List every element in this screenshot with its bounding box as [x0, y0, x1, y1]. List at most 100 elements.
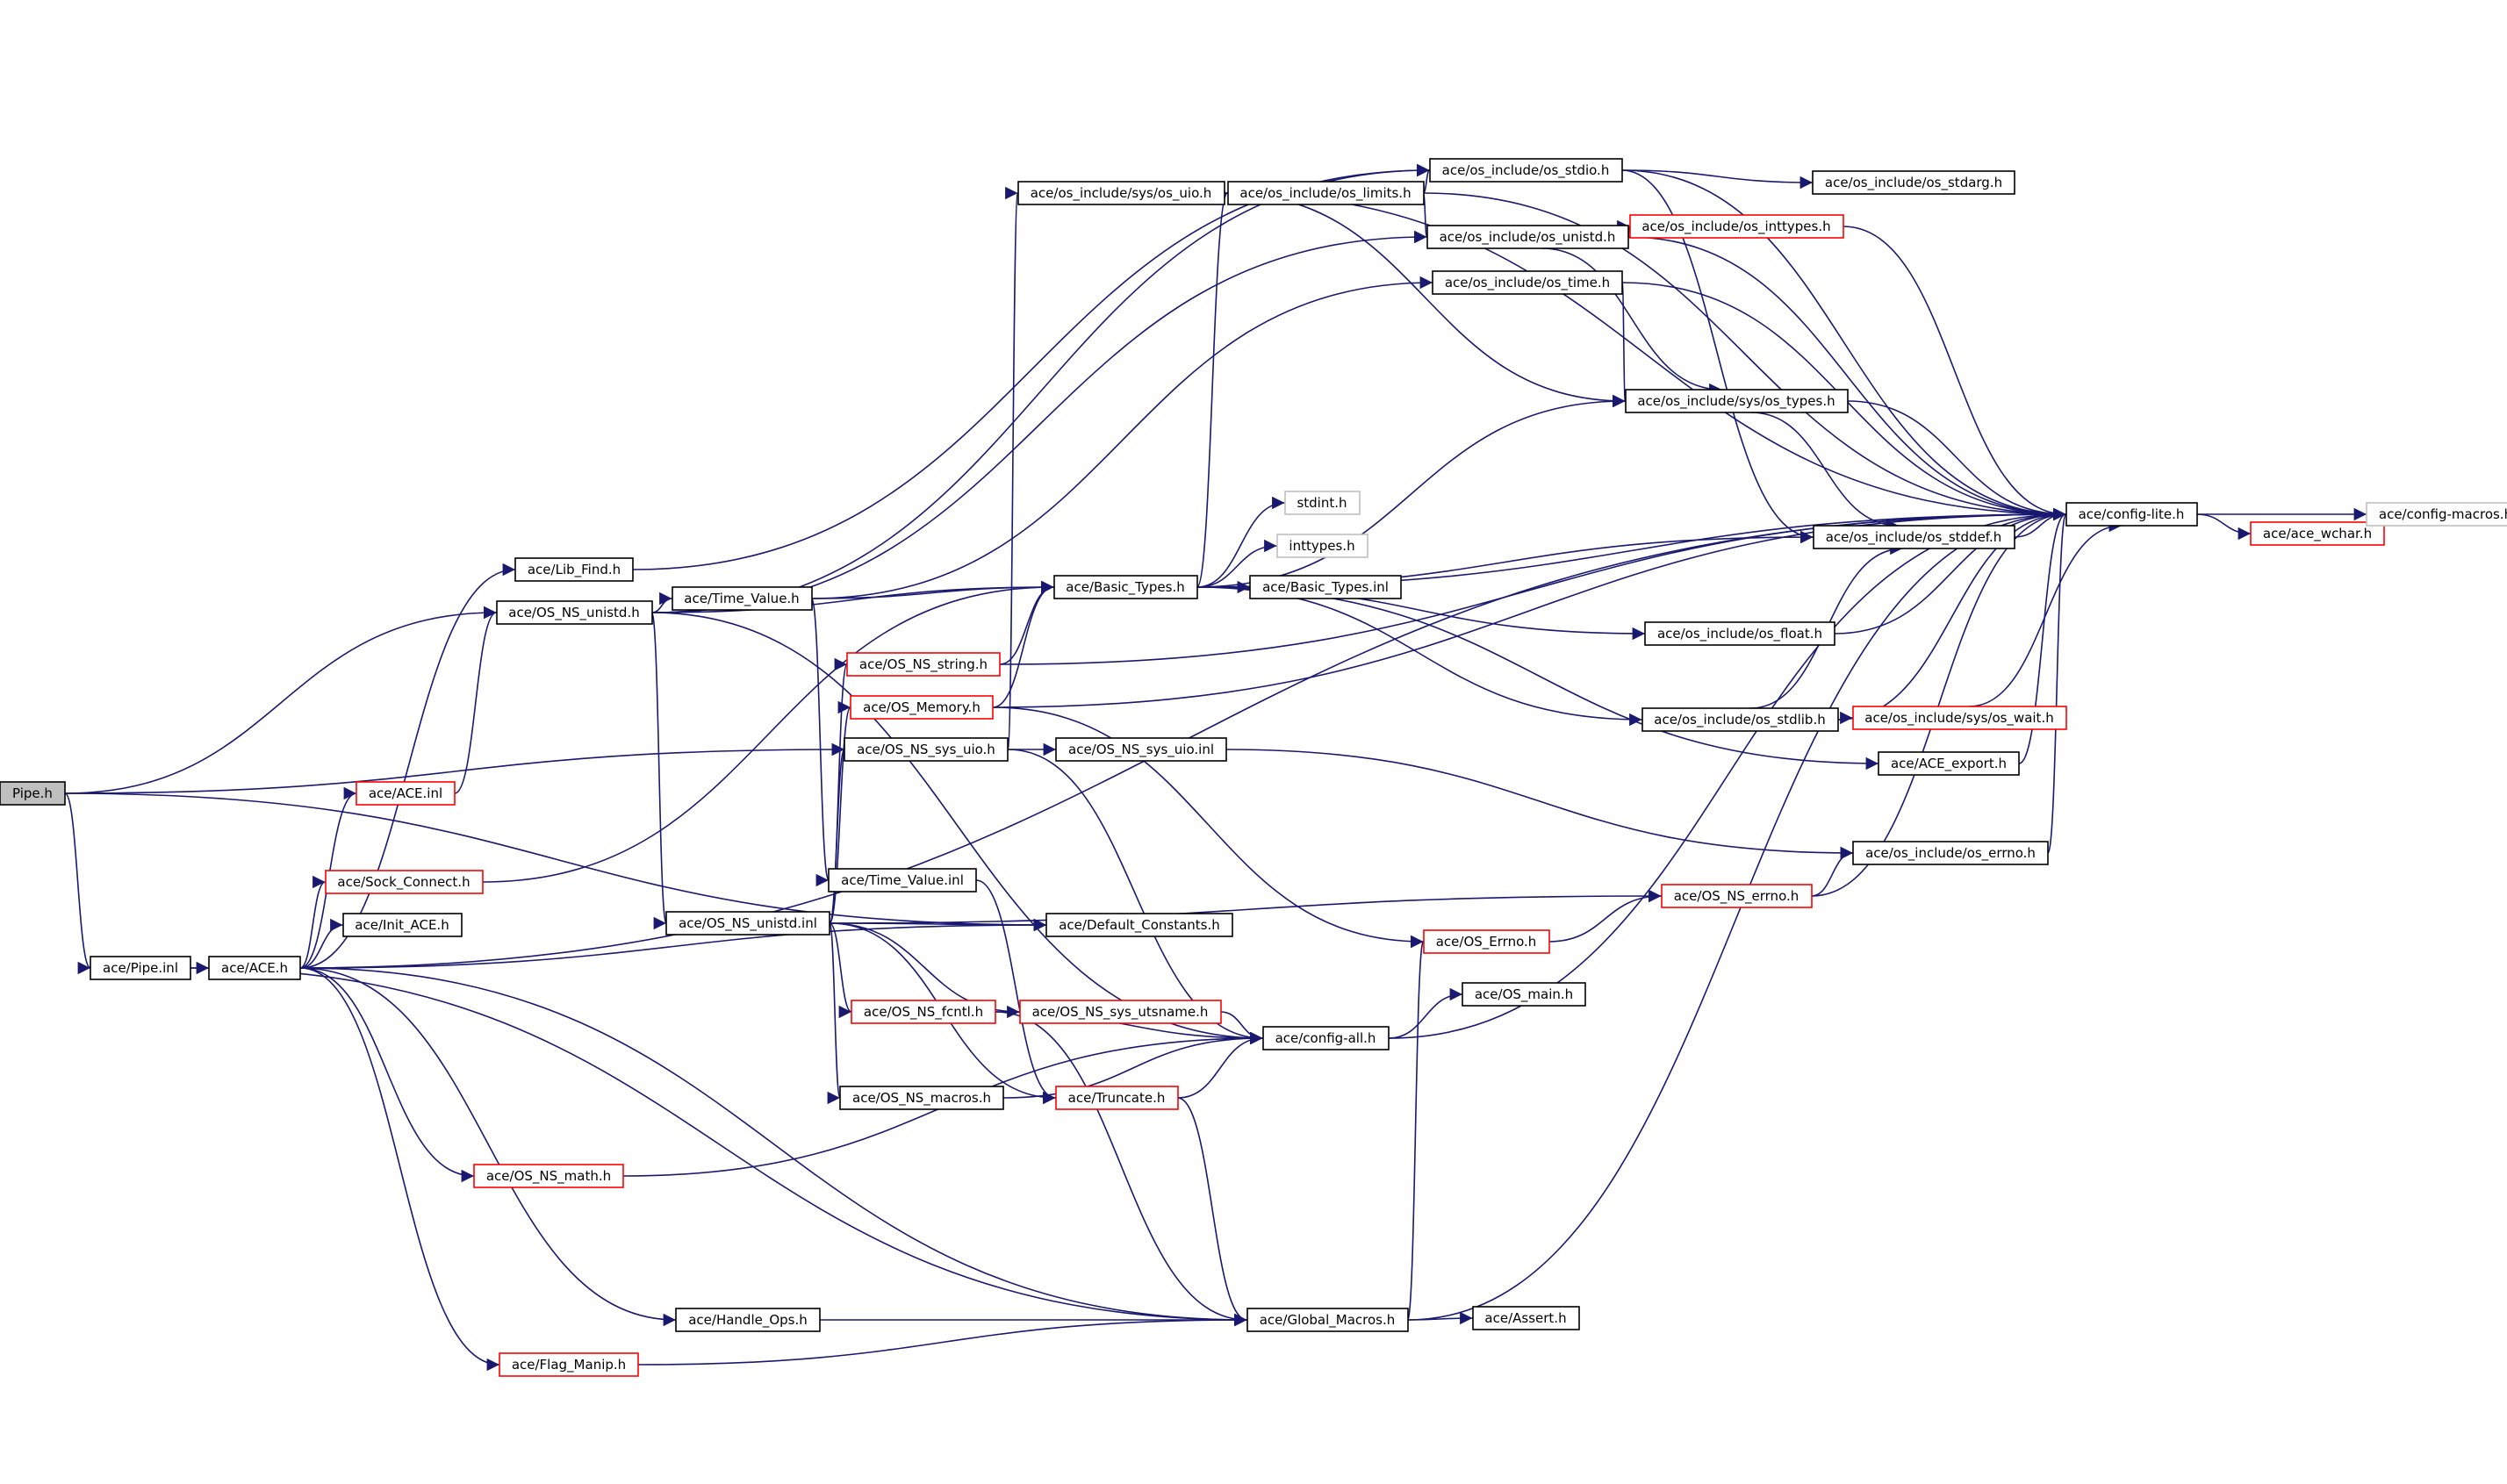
edge-ace-h-to-sock-connect — [299, 875, 326, 969]
graph-node-time-value-h[interactable]: ace/Time_Value.h — [672, 586, 813, 611]
node-box — [2250, 521, 2385, 546]
graph-node-os-stdarg[interactable]: ace/os_include/os_stdarg.h — [1812, 170, 2015, 195]
graph-node-os-unistd[interactable]: ace/os_include/os_unistd.h — [1426, 225, 1629, 249]
edge-config-all-to-os-main — [1388, 987, 1463, 1039]
graph-node-sock-connect[interactable]: ace/Sock_Connect.h — [325, 870, 484, 894]
graph-node-os-sys-uio[interactable]: ace/os_include/sys/os_uio.h — [1017, 181, 1225, 205]
edge-os-ns-unistd-inl-to-os-memory — [829, 701, 851, 924]
edge-ace-h-to-global-macros — [299, 967, 1247, 1327]
edge-ace-h-to-os-ns-math — [299, 967, 475, 1183]
graph-node-time-value-inl[interactable]: ace/Time_Value.inl — [828, 868, 977, 893]
node-box — [1462, 982, 1586, 1007]
node-label: ace/os_include/sys/os_wait.h — [1864, 710, 2053, 727]
edge-os-ns-unistd-h-to-os-ns-unistd-inl — [650, 612, 667, 929]
edge-time-value-inl-to-truncate — [975, 879, 1056, 1105]
edge-os-limits-to-config-lite — [1423, 192, 2066, 521]
node-label: ace/config-all.h — [1275, 1030, 1376, 1046]
graph-node-flag-manip[interactable]: ace/Flag_Manip.h — [499, 1352, 639, 1377]
node-label: ace/ACE_export.h — [1891, 756, 2007, 772]
graph-node-os-inttypes[interactable]: ace/os_include/os_inttypes.h — [1629, 214, 1844, 239]
graph-node-os-limits[interactable]: ace/os_include/os_limits.h — [1227, 181, 1425, 205]
edge-os-ns-sys-utsname-to-config-all — [1220, 1011, 1263, 1045]
graph-node-os-ns-sys-uio-inl[interactable]: ace/OS_NS_sys_uio.inl — [1055, 737, 1227, 762]
node-box — [1045, 913, 1233, 937]
graph-node-pipe-inl[interactable]: ace/Pipe.inl — [90, 956, 191, 980]
node-label: ace/os_include/os_limits.h — [1239, 185, 1411, 202]
edge-os-ns-errno-to-config-lite — [1811, 507, 2066, 897]
graph-node-os-ns-unistd-inl[interactable]: ace/OS_NS_unistd.inl — [665, 911, 830, 936]
graph-node-truncate[interactable]: ace/Truncate.h — [1055, 1086, 1179, 1110]
edge-ace-h-to-lib-find — [299, 563, 516, 969]
node-box — [514, 557, 634, 582]
node-label: ace/Global_Macros.h — [1260, 1312, 1396, 1329]
graph-node-os-errno-h[interactable]: ace/os_include/os_errno.h — [1852, 841, 2049, 865]
graph-node-config-all[interactable]: ace/config-all.h — [1262, 1026, 1390, 1050]
node-box — [844, 737, 1009, 762]
graph-node-os-errno[interactable]: ace/OS_Errno.h — [1423, 929, 1550, 954]
graph-node-config-macros[interactable]: ace/config-macros.h — [2366, 502, 2507, 527]
node-label: ace/Init_ACE.h — [355, 917, 449, 934]
graph-node-stdint[interactable]: stdint.h — [1284, 491, 1361, 515]
edge-flag-manip-to-global-macros — [637, 1313, 1247, 1366]
graph-node-default-constants[interactable]: ace/Default_Constants.h — [1045, 913, 1233, 937]
graph-node-os-stdlib[interactable]: ace/os_include/os_stdlib.h — [1641, 707, 1839, 732]
graph-node-os-ns-fcntl[interactable]: ace/OS_NS_fcntl.h — [851, 1000, 996, 1024]
edge-os-ns-unistd-inl-to-os-ns-fcntl — [829, 922, 852, 1019]
node-box — [496, 600, 653, 625]
graph-node-os-sys-wait[interactable]: ace/os_include/sys/os_wait.h — [1852, 706, 2067, 730]
node-label: ace/Pipe.inl — [103, 960, 178, 976]
graph-node-os-sys-types[interactable]: ace/os_include/sys/os_types.h — [1625, 389, 1849, 413]
graph-node-os-ns-sys-utsname[interactable]: ace/OS_NS_sys_utsname.h — [1019, 1000, 1222, 1024]
graph-node-ace-inl[interactable]: ace/ACE.inl — [356, 781, 456, 806]
node-label: ace/Basic_Types.h — [1066, 579, 1184, 596]
graph-node-os-ns-sys-uio-h[interactable]: ace/OS_NS_sys_uio.h — [844, 737, 1009, 762]
graph-node-os-float[interactable]: ace/os_include/os_float.h — [1644, 621, 1835, 646]
graph-node-basic-types-h[interactable]: ace/Basic_Types.h — [1053, 575, 1198, 599]
graph-node-global-macros[interactable]: ace/Global_Macros.h — [1246, 1308, 1409, 1332]
edge-global-macros-to-os-errno — [1406, 936, 1425, 1321]
node-box — [1429, 158, 1623, 183]
graph-node-inttypes[interactable]: inttypes.h — [1276, 534, 1368, 558]
graph-node-pipe-h[interactable]: Pipe.h — [0, 781, 66, 806]
graph-node-init-ace[interactable]: ace/Init_ACE.h — [342, 913, 463, 937]
edge-pipe-h-to-os-ns-unistd-h — [64, 606, 497, 794]
graph-node-os-stddef[interactable]: ace/os_include/os_stddef.h — [1813, 525, 2015, 549]
node-box — [1432, 270, 1623, 295]
graph-node-basic-types-inl[interactable]: ace/Basic_Types.inl — [1249, 575, 1402, 599]
graph-node-os-stdio[interactable]: ace/os_include/os_stdio.h — [1429, 158, 1623, 183]
node-label: ace/Basic_Types.inl — [1262, 579, 1389, 596]
graph-node-os-time[interactable]: ace/os_include/os_time.h — [1432, 270, 1623, 295]
edge-pipe-h-to-default-constants — [64, 792, 1047, 932]
node-box — [1246, 1308, 1409, 1332]
node-box — [851, 1000, 996, 1024]
graph-node-ace-wchar[interactable]: ace/ace_wchar.h — [2250, 521, 2385, 546]
node-box — [1852, 706, 2067, 730]
node-label: ace/OS_Errno.h — [1436, 934, 1537, 950]
graph-node-assert-h[interactable]: ace/Assert.h — [1472, 1306, 1580, 1330]
node-box — [2065, 502, 2198, 527]
graph-node-os-ns-math[interactable]: ace/OS_NS_math.h — [473, 1164, 624, 1188]
node-label: ace/OS_NS_sys_uio.h — [857, 742, 995, 758]
graph-node-os-ns-unistd-h[interactable]: ace/OS_NS_unistd.h — [496, 600, 653, 625]
edge-os-sys-types-to-config-lite — [1847, 400, 2066, 521]
graph-node-ace-export[interactable]: ace/ACE_export.h — [1878, 751, 2020, 776]
edge-truncate-to-global-macros — [1177, 1097, 1247, 1327]
node-box — [828, 868, 977, 893]
graph-node-lib-find[interactable]: ace/Lib_Find.h — [514, 557, 634, 582]
node-box — [2366, 502, 2507, 527]
graph-node-os-memory[interactable]: ace/OS_Memory.h — [850, 695, 994, 720]
graph-node-os-main[interactable]: ace/OS_main.h — [1462, 982, 1586, 1007]
graph-node-config-lite[interactable]: ace/config-lite.h — [2065, 502, 2198, 527]
graph-node-handle-ops[interactable]: ace/Handle_Ops.h — [675, 1308, 821, 1332]
node-box — [1629, 214, 1844, 239]
graph-node-ace-h[interactable]: ace/ACE.h — [208, 956, 301, 980]
graph-node-os-ns-string[interactable]: ace/OS_NS_string.h — [846, 652, 1001, 677]
edge-os-time-to-os-sys-types — [1612, 282, 1627, 407]
edge-ace-h-to-flag-manip — [299, 967, 500, 1372]
dependency-edges — [64, 163, 2385, 1372]
node-label: ace/ACE.h — [221, 960, 288, 976]
graph-node-os-ns-errno[interactable]: ace/OS_NS_errno.h — [1661, 884, 1813, 908]
node-box — [846, 652, 1001, 677]
graph-node-os-ns-macros[interactable]: ace/OS_NS_macros.h — [839, 1086, 1004, 1110]
edge-os-ns-unistd-inl-to-os-ns-errno — [829, 889, 1662, 924]
